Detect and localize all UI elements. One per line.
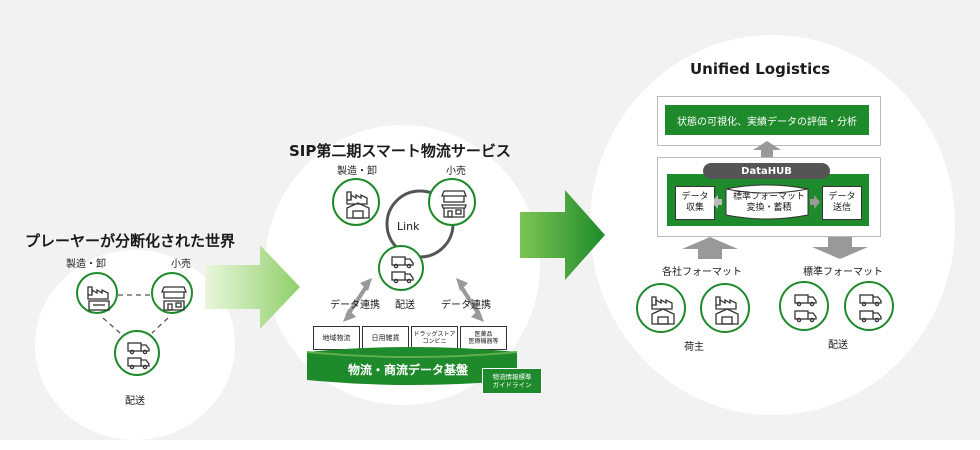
factory-icon <box>332 178 380 226</box>
truck-icon <box>844 281 894 331</box>
cylinder-storage <box>725 184 809 220</box>
right-delivery-label: 配送 <box>828 340 848 351</box>
data-link-left-label: データ連携 <box>330 300 380 311</box>
arrow-left-to-middle <box>205 245 300 329</box>
send-box: データ 送信 <box>822 186 862 220</box>
analysis-label: 状態の可視化、実績データの評価・分析 <box>677 116 857 128</box>
store-icon <box>151 272 193 314</box>
category-label: ドラッグストア コンビニ <box>413 331 456 345</box>
arrow-middle-to-right <box>520 190 605 280</box>
factory-icon <box>636 283 686 333</box>
datahub-label: DataHUB <box>741 165 792 177</box>
guideline-label: 物流情報標準 ガイドライン <box>492 373 532 389</box>
std-format-label: 標準フォーマット <box>803 267 883 278</box>
guideline-tag: 物流情報標準 ガイドライン <box>482 368 542 394</box>
left-manufacturer-label: 製造・卸 <box>66 259 106 270</box>
up-arrow-to-analysis <box>753 141 781 161</box>
middle-title: SIP第二期スマート物流サービス <box>289 142 511 160</box>
datahub-badge: DataHUB <box>703 163 830 179</box>
shipper-label: 荷主 <box>684 342 704 353</box>
each-format-label: 各社フォーマット <box>662 267 742 278</box>
middle-manufacturer-label: 製造・卸 <box>337 166 377 177</box>
truck-icon <box>378 245 424 291</box>
collect-label: データ 収集 <box>681 192 709 213</box>
category-label: 地域物流 <box>322 334 351 342</box>
right-title: Unified Logistics <box>690 60 831 78</box>
category-box: 地域物流 <box>313 326 360 350</box>
factory-icon <box>76 272 118 314</box>
middle-retail-label: 小売 <box>446 166 466 177</box>
link-label: Link <box>397 220 420 233</box>
category-box: ドラッグストア コンビニ <box>411 326 458 350</box>
factory-icon <box>700 283 750 333</box>
middle-delivery-label: 配送 <box>395 300 415 311</box>
send-label: データ 送信 <box>828 192 856 213</box>
category-label: 医薬品 医療機器等 <box>468 331 499 345</box>
left-title: プレーヤーが分断化された世界 <box>25 232 236 250</box>
convert-label: 標準フォーマット 変換・蓄積 <box>733 192 806 213</box>
category-box: 医薬品 医療機器等 <box>460 326 507 350</box>
analysis-box: 状態の可視化、実績データの評価・分析 <box>665 105 869 135</box>
store-icon <box>428 178 476 226</box>
left-delivery-label: 配送 <box>125 396 145 407</box>
up-arrow-from-shippers <box>682 237 738 259</box>
platform-label: 物流・商流データ基盤 <box>348 363 469 377</box>
down-arrow-to-delivery <box>812 237 868 259</box>
truck-icon <box>114 330 160 376</box>
truck-icon <box>779 281 829 331</box>
left-retail-label: 小売 <box>171 259 191 270</box>
platform-cylinder <box>306 347 518 385</box>
data-link-right-label: データ連携 <box>441 300 491 311</box>
category-label: 日用雑貨 <box>371 334 400 342</box>
